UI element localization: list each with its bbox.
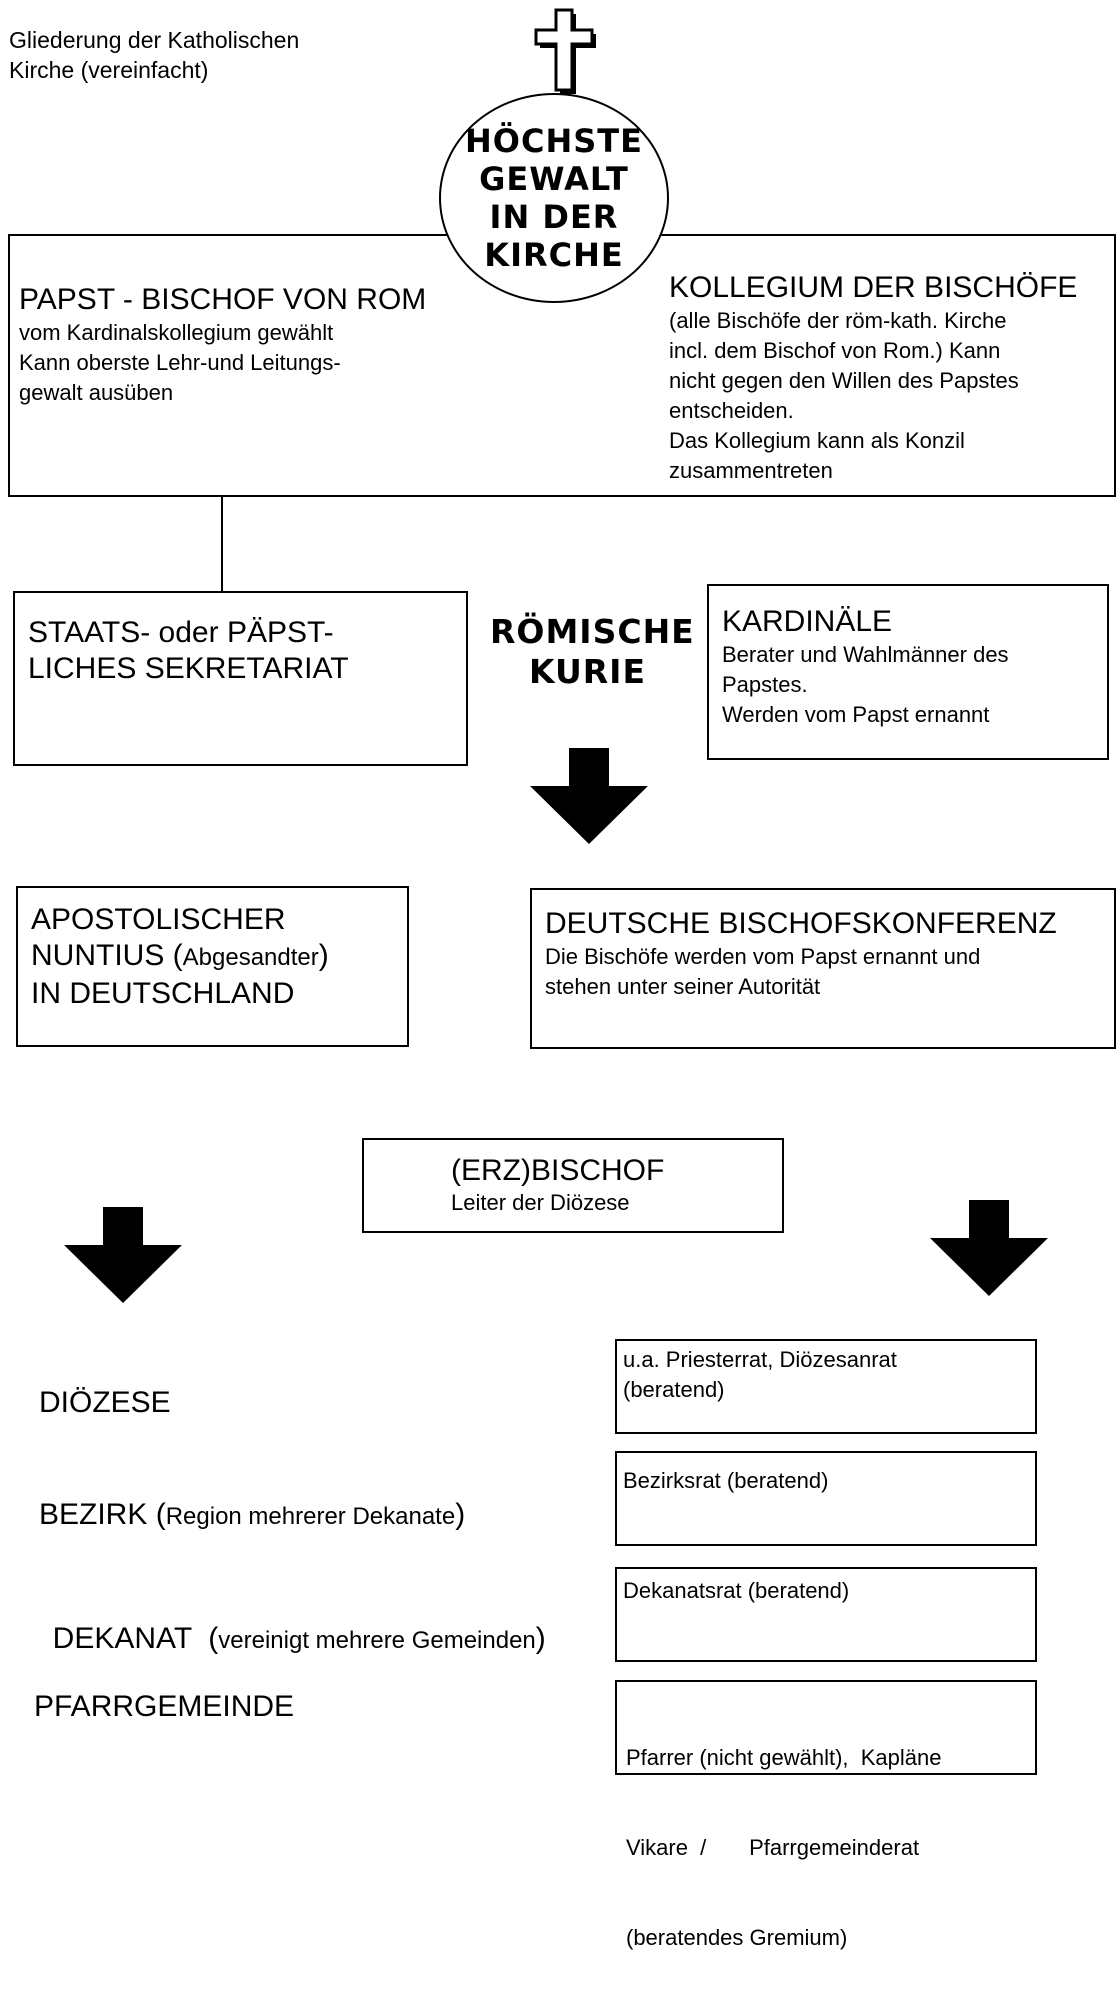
arrow-down-left-icon bbox=[64, 1207, 182, 1303]
nuntius-box: APOSTOLISCHER NUNTIUS (Abgesandter) IN D… bbox=[16, 886, 409, 1047]
erzbischof-subtitle: Leiter der Diözese bbox=[451, 1190, 630, 1215]
papst-line-2: Kann oberste Lehr-und Leitungs- bbox=[19, 350, 341, 375]
circle-line-2: GEWALT bbox=[479, 160, 629, 198]
connector-line bbox=[221, 497, 223, 592]
papst-section: PAPST - BISCHOF VON ROM vom Kardinalskol… bbox=[19, 282, 489, 408]
council-box-pfarrgemeinde: Pfarrer (nicht gewählt), Kapläne Vikare … bbox=[615, 1680, 1037, 1950]
kollegium-line-3: nicht gegen den Willen des Papstes bbox=[669, 368, 1019, 393]
kollegium-section: KOLLEGIUM DER BISCHÖFE (alle Bischöfe de… bbox=[669, 270, 1117, 486]
kollegium-line-5: Das Kollegium kann als Konzil bbox=[669, 428, 965, 453]
council-pfarr-line-2: Vikare / Pfarrgemeinderat bbox=[626, 1835, 920, 1860]
council-dioezese-line-2: (beratend) bbox=[623, 1377, 725, 1402]
level-dekanat-main: DEKANAT bbox=[52, 1622, 209, 1655]
level-pfarrgemeinde: PFARRGEMEINDE bbox=[34, 1689, 294, 1725]
roemische-kurie-label: RÖMISCHE KURIE bbox=[490, 612, 695, 692]
diagram-caption: Gliederung der Katholischen Kirche (vere… bbox=[9, 25, 299, 85]
bischofskonferenz-box: DEUTSCHE BISCHOFSKONFERENZ Die Bischöfe … bbox=[530, 888, 1116, 1049]
kurie-line-1: RÖMISCHE bbox=[490, 612, 695, 651]
sekretariat-line-2: LICHES SEKRETARIAT bbox=[28, 652, 349, 685]
papst-line-3: gewalt ausüben bbox=[19, 380, 174, 405]
level-dekanat-paren-close: ) bbox=[535, 1622, 546, 1655]
kardinaele-line-2: Papstes. bbox=[722, 672, 808, 697]
council-dekanat-line-1: Dekanatsrat (beratend) bbox=[623, 1578, 850, 1603]
bischofskonferenz-line-2: stehen unter seiner Autorität bbox=[545, 974, 821, 999]
nuntius-line-2: NUNTIUS (Abgesandter) bbox=[31, 938, 411, 976]
level-dioezese: DIÖZESE bbox=[39, 1385, 171, 1421]
nuntius-line-1: APOSTOLISCHER bbox=[31, 903, 286, 936]
caption-line-1: Gliederung der Katholischen bbox=[9, 27, 300, 53]
level-dekanat-detail: vereinigt mehrere Gemeinden bbox=[218, 1627, 536, 1654]
level-bezirk-paren-close: ) bbox=[455, 1498, 466, 1531]
council-box-dekanat: Dekanatsrat (beratend) bbox=[615, 1567, 1037, 1662]
kollegium-title: KOLLEGIUM DER BISCHÖFE bbox=[669, 271, 1078, 304]
papst-line-1: vom Kardinalskollegium gewählt bbox=[19, 320, 334, 345]
kollegium-line-1: (alle Bischöfe der röm-kath. Kirche bbox=[669, 308, 1007, 333]
kurie-line-2: KURIE bbox=[528, 652, 647, 691]
level-bezirk: BEZIRK (Region mehrerer Dekanate) bbox=[39, 1497, 465, 1535]
arrow-down-icon bbox=[530, 748, 648, 844]
council-pfarr-line-3: (beratendes Gremium) bbox=[626, 1925, 848, 1950]
bischofskonferenz-title: DEUTSCHE BISCHOFSKONFERENZ bbox=[545, 907, 1057, 940]
level-bezirk-main: BEZIRK bbox=[39, 1498, 156, 1531]
circle-line-4: KIRCHE bbox=[484, 236, 624, 274]
council-bezirk-line-1: Bezirksrat (beratend) bbox=[623, 1468, 829, 1493]
council-box-dioezese: u.a. Priesterrat, Diözesanrat (beratend) bbox=[615, 1339, 1037, 1434]
highest-authority-circle: HÖCHSTE GEWALT IN DER KIRCHE bbox=[439, 93, 669, 303]
level-pfarrgemeinde-main: PFARRGEMEINDE bbox=[34, 1690, 295, 1723]
level-dekanat: DEKANAT (vereinigt mehrere Gemeinden) bbox=[36, 1585, 546, 1659]
papst-title: PAPST - BISCHOF VON ROM bbox=[19, 283, 427, 316]
kollegium-line-4: entscheiden. bbox=[669, 398, 794, 423]
circle-line-3: IN DER bbox=[489, 198, 619, 236]
arrow-down-right-icon bbox=[930, 1200, 1048, 1296]
nuntius-line-2-main: NUNTIUS ( bbox=[31, 939, 183, 972]
council-dioezese-line-1: u.a. Priesterrat, Diözesanrat bbox=[623, 1347, 897, 1372]
nuntius-line-2-end: ) bbox=[318, 939, 329, 972]
kardinaele-box: KARDINÄLE Berater und Wahlmänner des Pap… bbox=[707, 584, 1109, 760]
council-pfarr-line-1: Pfarrer (nicht gewählt), Kapläne bbox=[626, 1745, 942, 1770]
level-bezirk-detail: Region mehrerer Dekanate bbox=[165, 1503, 456, 1530]
level-dekanat-paren-open: ( bbox=[208, 1622, 219, 1655]
level-dioezese-main: DIÖZESE bbox=[39, 1386, 171, 1419]
bischofskonferenz-line-1: Die Bischöfe werden vom Papst ernannt un… bbox=[545, 944, 981, 969]
kardinaele-line-1: Berater und Wahlmänner des bbox=[722, 642, 1009, 667]
sekretariat-line-1: STAATS- oder PÄPST- bbox=[28, 616, 334, 649]
council-box-bezirk: Bezirksrat (beratend) bbox=[615, 1451, 1037, 1546]
level-bezirk-paren-open: ( bbox=[155, 1498, 166, 1531]
erzbischof-title: (ERZ)BISCHOF bbox=[451, 1154, 665, 1187]
kollegium-line-6: zusammentreten bbox=[669, 458, 833, 483]
nuntius-line-2-small: Abgesandter bbox=[182, 944, 319, 971]
kardinaele-line-3: Werden vom Papst ernannt bbox=[722, 702, 990, 727]
sekretariat-box: STAATS- oder PÄPST- LICHES SEKRETARIAT bbox=[13, 591, 468, 766]
kardinaele-title: KARDINÄLE bbox=[722, 605, 893, 638]
erzbischof-box: (ERZ)BISCHOF Leiter der Diözese bbox=[362, 1138, 784, 1233]
kollegium-line-2: incl. dem Bischof von Rom.) Kann bbox=[669, 338, 1001, 363]
cross-icon bbox=[534, 8, 596, 94]
circle-line-1: HÖCHSTE bbox=[465, 122, 643, 160]
caption-line-2: Kirche (vereinfacht) bbox=[9, 57, 209, 83]
nuntius-line-3: IN DEUTSCHLAND bbox=[31, 977, 295, 1010]
